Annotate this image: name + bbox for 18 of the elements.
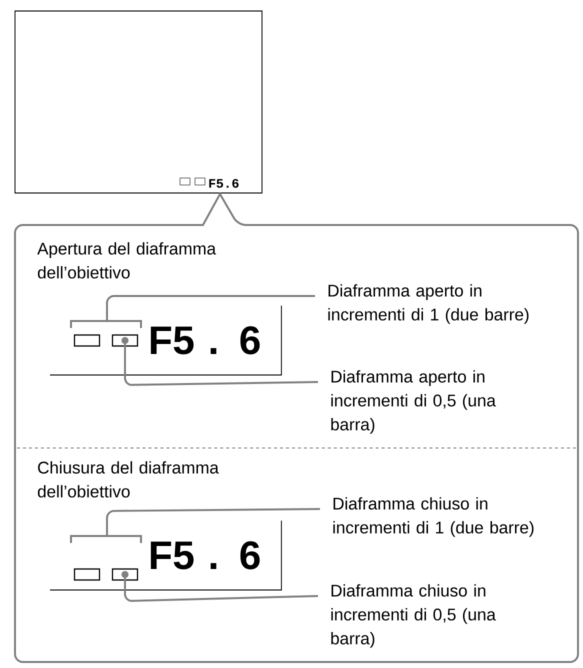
- leader-line: [70, 295, 316, 329]
- bar-indicator: [74, 568, 100, 581]
- section-heading: Chiusura del diaframma dell’obiettivo: [38, 461, 219, 498]
- callout-panel: [14, 193, 579, 663]
- leader-line: [122, 571, 318, 602]
- callout-text: Diaframma chiuso in incrementi di 1 (due barre): [333, 497, 534, 537]
- bar-indicator: [112, 334, 138, 347]
- section-heading: Apertura del diaframma dell’obiettivo: [37, 242, 216, 279]
- viewfinder-display: F5 . 6: [50, 520, 282, 590]
- leader-line: [70, 508, 321, 544]
- screen-display: F5.6: [14, 10, 262, 194]
- leader-line: [122, 337, 318, 386]
- callout-text: Diaframma aperto in incrementi di 1 (due barre): [328, 284, 528, 324]
- viewfinder-display: F5 . 6: [50, 305, 282, 376]
- bar-indicator: [112, 568, 138, 581]
- bar-indicator: [74, 334, 100, 347]
- callout-text: Diaframma aperto in incrementi di 0,5 (una barra): [331, 370, 496, 434]
- callout-text: Diaframma chiuso in incrementi di 0,5 (una barra): [331, 584, 496, 648]
